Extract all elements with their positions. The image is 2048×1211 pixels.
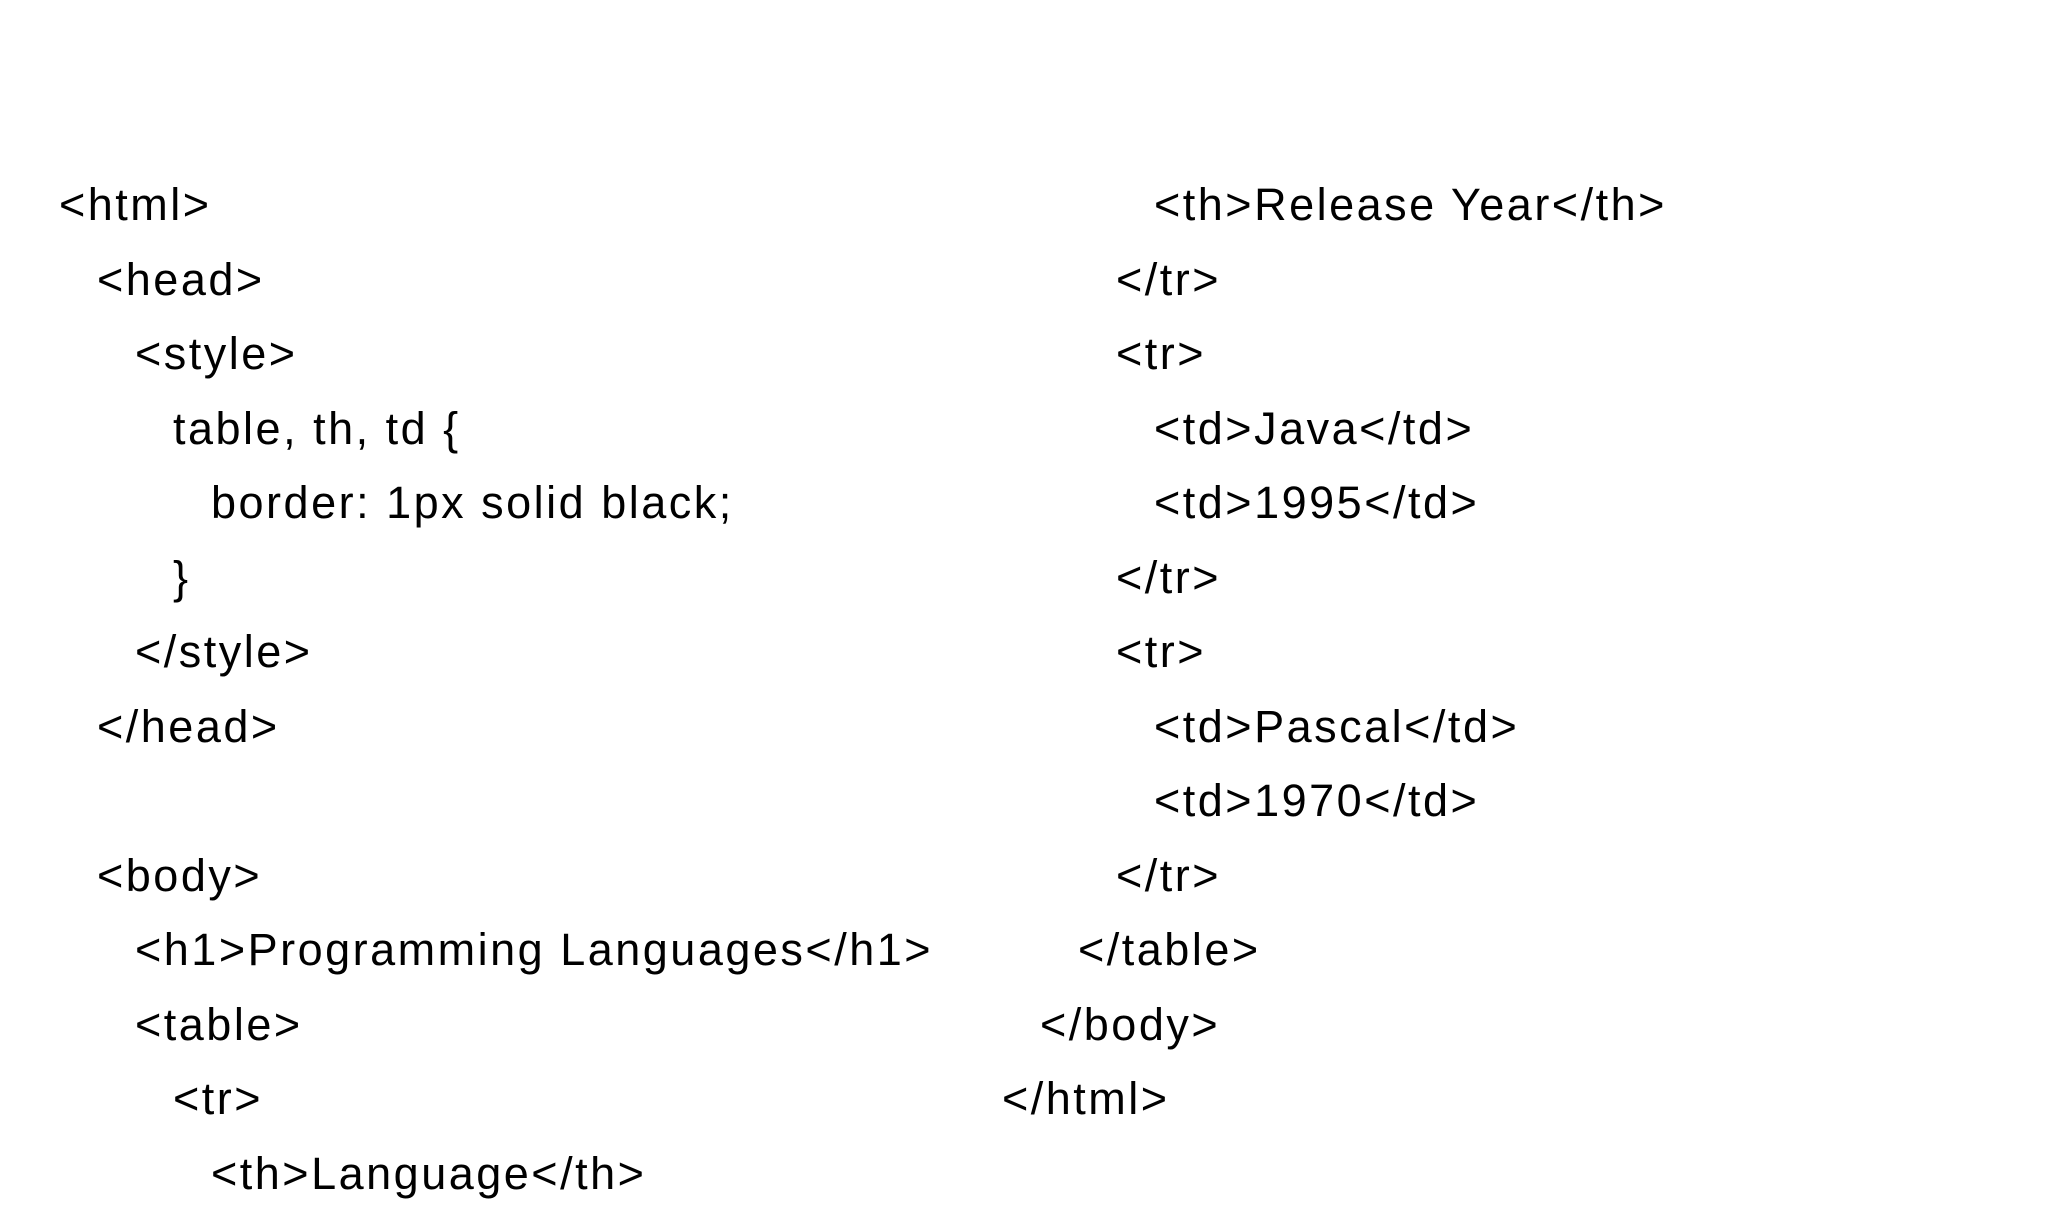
code-line: <th>Release Year</th> xyxy=(1002,168,1667,243)
code-line: </style> xyxy=(59,615,933,690)
code-line: <table> xyxy=(59,988,933,1063)
code-line: <tr> xyxy=(1002,317,1667,392)
code-slide: <html><head><style>table, th, td {border… xyxy=(0,0,2048,1152)
code-line: </html> xyxy=(1002,1062,1667,1137)
code-line: </tr> xyxy=(1002,839,1667,914)
code-line: </head> xyxy=(59,690,933,765)
code-line: <head> xyxy=(59,243,933,318)
code-line: <style> xyxy=(59,317,933,392)
code-line xyxy=(59,764,933,839)
code-line: <th>Language</th> xyxy=(59,1137,933,1211)
code-line: <td>Java</td> xyxy=(1002,392,1667,467)
code-line: </tr> xyxy=(1002,541,1667,616)
code-line: </body> xyxy=(1002,988,1667,1063)
code-line: <h1>Programming Languages</h1> xyxy=(59,913,933,988)
code-line: table, th, td { xyxy=(59,392,933,467)
code-line: <td>Pascal</td> xyxy=(1002,690,1667,765)
code-column-left: <html><head><style>table, th, td {border… xyxy=(59,0,933,1211)
code-line: <td>1995</td> xyxy=(1002,466,1667,541)
code-line: border: 1px solid black; xyxy=(59,466,933,541)
code-line: </table> xyxy=(1002,913,1667,988)
code-line: <html> xyxy=(59,168,933,243)
code-line: <tr> xyxy=(59,1062,933,1137)
code-line: } xyxy=(59,541,933,616)
code-column-right: <th>Release Year</th></tr><tr><td>Java</… xyxy=(1002,0,1667,1137)
code-line: </tr> xyxy=(1002,243,1667,318)
code-line: <body> xyxy=(59,839,933,914)
code-line: <tr> xyxy=(1002,615,1667,690)
code-line: <td>1970</td> xyxy=(1002,764,1667,839)
